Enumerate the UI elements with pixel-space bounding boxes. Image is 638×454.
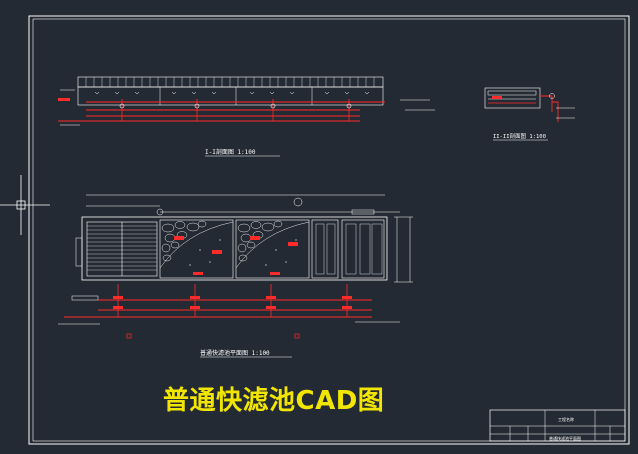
section-1-drawing	[58, 76, 435, 126]
title-block-project: 工程名称	[558, 416, 574, 422]
section-2-label: II-II剖面图 1:100	[493, 132, 546, 140]
sheet-inner-frame	[32, 18, 626, 442]
section-1-label: I-I剖面图 1:100	[205, 148, 256, 156]
sheet-outer-frame	[28, 15, 630, 445]
crosshair-cursor-icon	[0, 175, 50, 235]
title-block-drawing-name: 普通快滤池平面图	[549, 435, 581, 441]
section-2-drawing	[484, 87, 575, 122]
title-block	[489, 409, 626, 442]
plan-view-label: 普通快滤池平面图 1:100	[200, 349, 270, 357]
drawing-caption: 普通快滤池CAD图	[163, 386, 385, 416]
plan-view-drawing	[58, 194, 413, 339]
